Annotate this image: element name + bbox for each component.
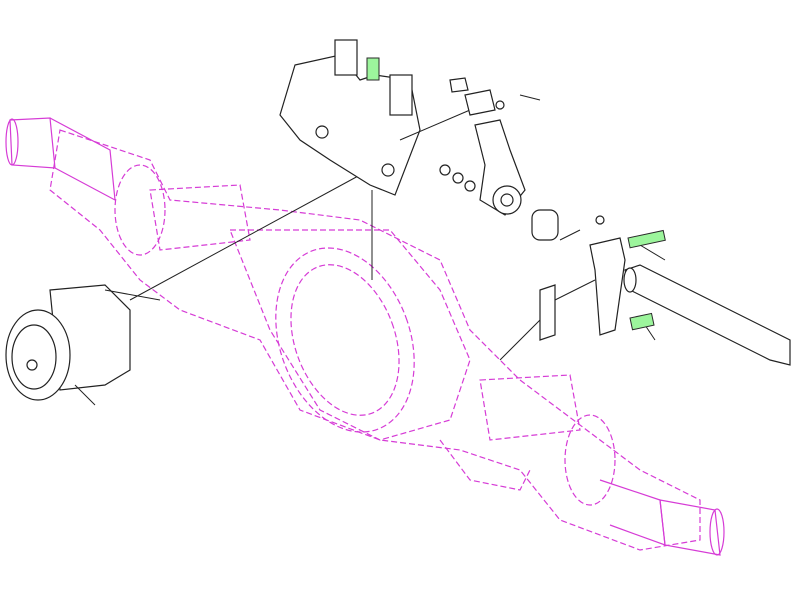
support-bolt-highlighted xyxy=(629,312,655,331)
brake-chamber xyxy=(5,174,361,406)
clevis-assembly xyxy=(449,77,541,116)
s-camshaft xyxy=(559,229,791,366)
camshaft-bolt-highlighted xyxy=(627,229,666,249)
camshaft-support xyxy=(499,237,626,361)
left-spline-end xyxy=(5,117,116,202)
cam-bracket xyxy=(279,39,471,280)
slack-adjuster xyxy=(439,119,605,241)
right-spline-end xyxy=(599,479,725,556)
axle-housing xyxy=(49,129,701,551)
bracket-bolt-highlighted xyxy=(366,57,380,81)
